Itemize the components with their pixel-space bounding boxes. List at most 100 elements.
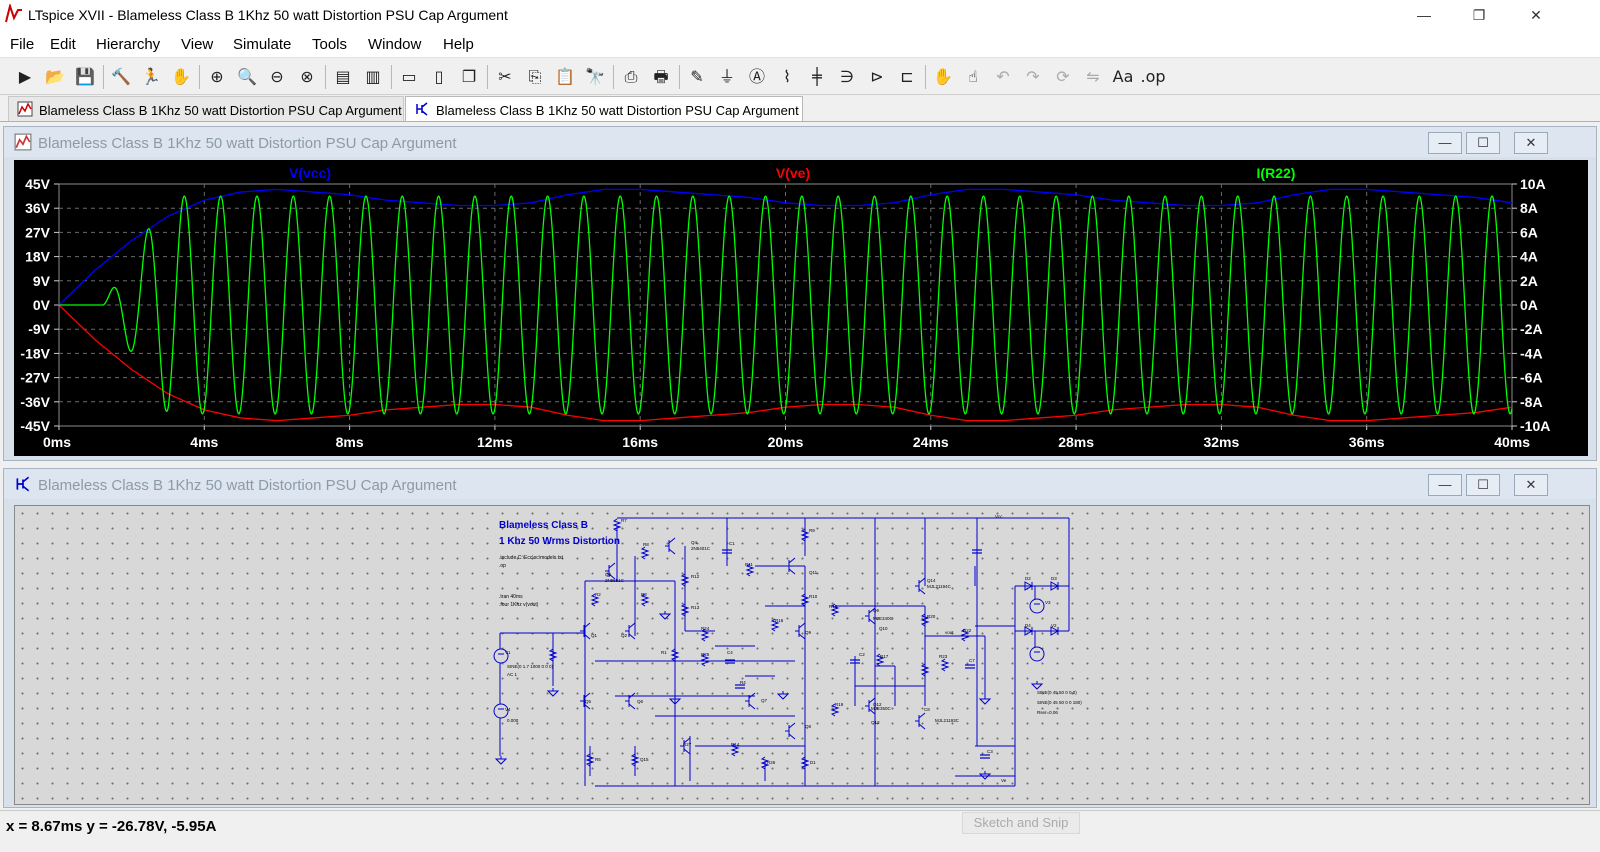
component-value-label[interactable]: 0.000 bbox=[507, 718, 519, 723]
component-value-label[interactable]: vout bbox=[945, 630, 954, 635]
text-button[interactable]: Aa bbox=[1110, 64, 1136, 90]
component-ref-label[interactable]: C4 bbox=[727, 650, 733, 655]
schematic-heading-1[interactable]: Blameless Class B bbox=[499, 520, 588, 531]
component-ref-label[interactable]: R5 bbox=[595, 757, 601, 762]
schematic-heading-2[interactable]: 1 Khz 50 Wrms Distortion bbox=[499, 536, 620, 547]
menu-file[interactable]: File bbox=[10, 36, 35, 53]
capacitor-symbol[interactable] bbox=[980, 754, 990, 759]
tile-vertical-button[interactable]: ▯ bbox=[426, 64, 452, 90]
capacitor-symbol[interactable] bbox=[735, 684, 745, 689]
resistor-symbol[interactable] bbox=[590, 593, 600, 607]
transistor-symbol[interactable] bbox=[865, 697, 876, 715]
menu-simulate[interactable]: Simulate bbox=[233, 36, 292, 53]
voltage-source-symbol[interactable] bbox=[493, 703, 509, 719]
component-ref-label[interactable]: R11 bbox=[745, 562, 753, 567]
component-ref-label[interactable]: R10 bbox=[809, 594, 818, 599]
transistor-symbol[interactable] bbox=[625, 622, 636, 640]
component-value-label[interactable]: Ve bbox=[1001, 778, 1007, 783]
component-ref-label[interactable]: R26 bbox=[767, 760, 776, 765]
component-ref-label[interactable]: Q8 bbox=[805, 724, 812, 729]
component-ref-label[interactable]: R3 bbox=[641, 592, 647, 597]
component-ref-label[interactable]: C8 bbox=[924, 707, 930, 712]
diode-symbol[interactable] bbox=[1050, 626, 1060, 636]
component-value-label[interactable]: MJE340C bbox=[873, 616, 894, 621]
redo-button[interactable]: ↷ bbox=[1020, 64, 1046, 90]
component-value-label[interactable]: Vcc bbox=[995, 514, 1003, 519]
diode-button[interactable]: ⊳ bbox=[864, 64, 890, 90]
cascade-button[interactable]: ❐ bbox=[456, 64, 482, 90]
component-ref-label[interactable]: Q12 bbox=[873, 702, 882, 707]
draw-wire-button[interactable]: ✎ bbox=[684, 64, 710, 90]
find-button[interactable]: 🔭 bbox=[582, 64, 608, 90]
component-ref-label[interactable]: R19 bbox=[835, 702, 844, 707]
voltage-source-symbol[interactable] bbox=[1029, 646, 1045, 662]
component-value-label[interactable]: 2N5401C bbox=[691, 546, 711, 551]
tab-schematic[interactable]: Blameless Class B 1Khz 50 watt Distortio… bbox=[405, 96, 803, 121]
component-ref-label[interactable]: Q13 bbox=[871, 720, 880, 725]
resistor-symbol[interactable] bbox=[940, 658, 950, 672]
resistor-symbol[interactable] bbox=[920, 613, 930, 627]
component-ref-label[interactable]: R25 bbox=[701, 652, 710, 657]
transistor-symbol[interactable] bbox=[785, 557, 796, 575]
spice-directive[interactable]: .four 1Khz v(vout) bbox=[499, 602, 539, 608]
capacitor-symbol[interactable] bbox=[725, 659, 735, 664]
spice-directive[interactable]: .tran 40ms bbox=[499, 594, 523, 600]
component-ref-label[interactable]: R8 bbox=[643, 542, 649, 547]
drag-button[interactable]: ☝ bbox=[960, 64, 986, 90]
component-button[interactable]: ⊏ bbox=[894, 64, 920, 90]
component-value-label[interactable]: SINE(0 45 50 0 0 0) bbox=[1037, 690, 1077, 695]
voltage-source-symbol[interactable] bbox=[1029, 598, 1045, 614]
schematic-canvas[interactable]: Blameless Class B 1 Khz 50 Wrms Distorti… bbox=[14, 505, 1590, 805]
capacitor-button[interactable]: ╪ bbox=[804, 64, 830, 90]
resistor-symbol[interactable] bbox=[830, 603, 840, 617]
component-ref-label[interactable]: C2 bbox=[859, 652, 865, 657]
component-ref-label[interactable]: C7 bbox=[969, 658, 975, 663]
pan-hand-button[interactable]: ✋ bbox=[168, 64, 194, 90]
component-ref-label[interactable]: R9 bbox=[809, 528, 815, 533]
copy-button[interactable]: ⎘ bbox=[522, 64, 548, 90]
component-ref-label[interactable]: R16 bbox=[775, 618, 784, 623]
inductor-button[interactable]: ∋ bbox=[834, 64, 860, 90]
resistor-symbol[interactable] bbox=[670, 648, 680, 662]
component-ref-label[interactable]: Q9 bbox=[873, 608, 880, 613]
component-value-label[interactable]: 2N5551C bbox=[605, 578, 625, 583]
autorange-button[interactable]: ▤ bbox=[330, 64, 356, 90]
component-ref-label[interactable]: Q6 bbox=[637, 699, 644, 704]
resistor-symbol[interactable] bbox=[680, 573, 690, 587]
component-ref-label[interactable]: Q15 bbox=[640, 757, 649, 762]
transistor-symbol[interactable] bbox=[580, 692, 591, 710]
component-value-label[interactable]: AC 1 bbox=[507, 672, 518, 677]
zoom-in-button[interactable]: ⊕ bbox=[204, 64, 230, 90]
menu-edit[interactable]: Edit bbox=[50, 36, 76, 53]
component-ref-label[interactable]: Q4 bbox=[691, 540, 698, 545]
diode-symbol[interactable] bbox=[1050, 581, 1060, 591]
component-ref-label[interactable]: D4 bbox=[1025, 623, 1031, 628]
resistor-symbol[interactable] bbox=[548, 648, 558, 662]
component-ref-label[interactable]: R17 bbox=[880, 654, 889, 659]
component-ref-label[interactable]: V3 bbox=[1045, 600, 1051, 605]
component-ref-label[interactable]: Q11 bbox=[809, 570, 818, 575]
schematic-drawing[interactable]: Blameless Class B 1 Khz 50 Wrms Distorti… bbox=[15, 506, 1591, 806]
undo-button[interactable]: ↶ bbox=[990, 64, 1016, 90]
spice-directive-button[interactable]: .op bbox=[1140, 64, 1166, 90]
resistor-symbol[interactable] bbox=[745, 563, 755, 577]
component-ref-label[interactable]: R12 bbox=[691, 574, 700, 579]
spice-directive[interactable]: .op bbox=[499, 563, 506, 569]
label-net-button[interactable]: Ⓐ bbox=[744, 64, 770, 90]
component-ref-label[interactable]: R14 bbox=[731, 742, 740, 747]
zoom-area-button[interactable]: 🔍 bbox=[234, 64, 260, 90]
paste-button[interactable]: 📋 bbox=[552, 64, 578, 90]
capacitor-symbol[interactable] bbox=[722, 549, 732, 554]
rotate-button[interactable]: ⟳ bbox=[1050, 64, 1076, 90]
transistor-symbol[interactable] bbox=[605, 562, 616, 580]
menu-tools[interactable]: Tools bbox=[312, 36, 348, 53]
resistor-button[interactable]: ⌇ bbox=[774, 64, 800, 90]
waveform-minimize-button[interactable]: — bbox=[1428, 132, 1462, 154]
component-ref-label[interactable]: R20 bbox=[927, 614, 936, 619]
resistor-symbol[interactable] bbox=[800, 593, 810, 607]
waveform-maximize-button[interactable]: ☐ bbox=[1466, 132, 1500, 154]
run-button[interactable]: ▶ bbox=[12, 64, 38, 90]
tab-waveform[interactable]: Blameless Class B 1Khz 50 watt Distortio… bbox=[8, 96, 404, 121]
component-ref-label[interactable]: D3 bbox=[1051, 576, 1057, 581]
resistor-symbol[interactable] bbox=[920, 663, 930, 677]
